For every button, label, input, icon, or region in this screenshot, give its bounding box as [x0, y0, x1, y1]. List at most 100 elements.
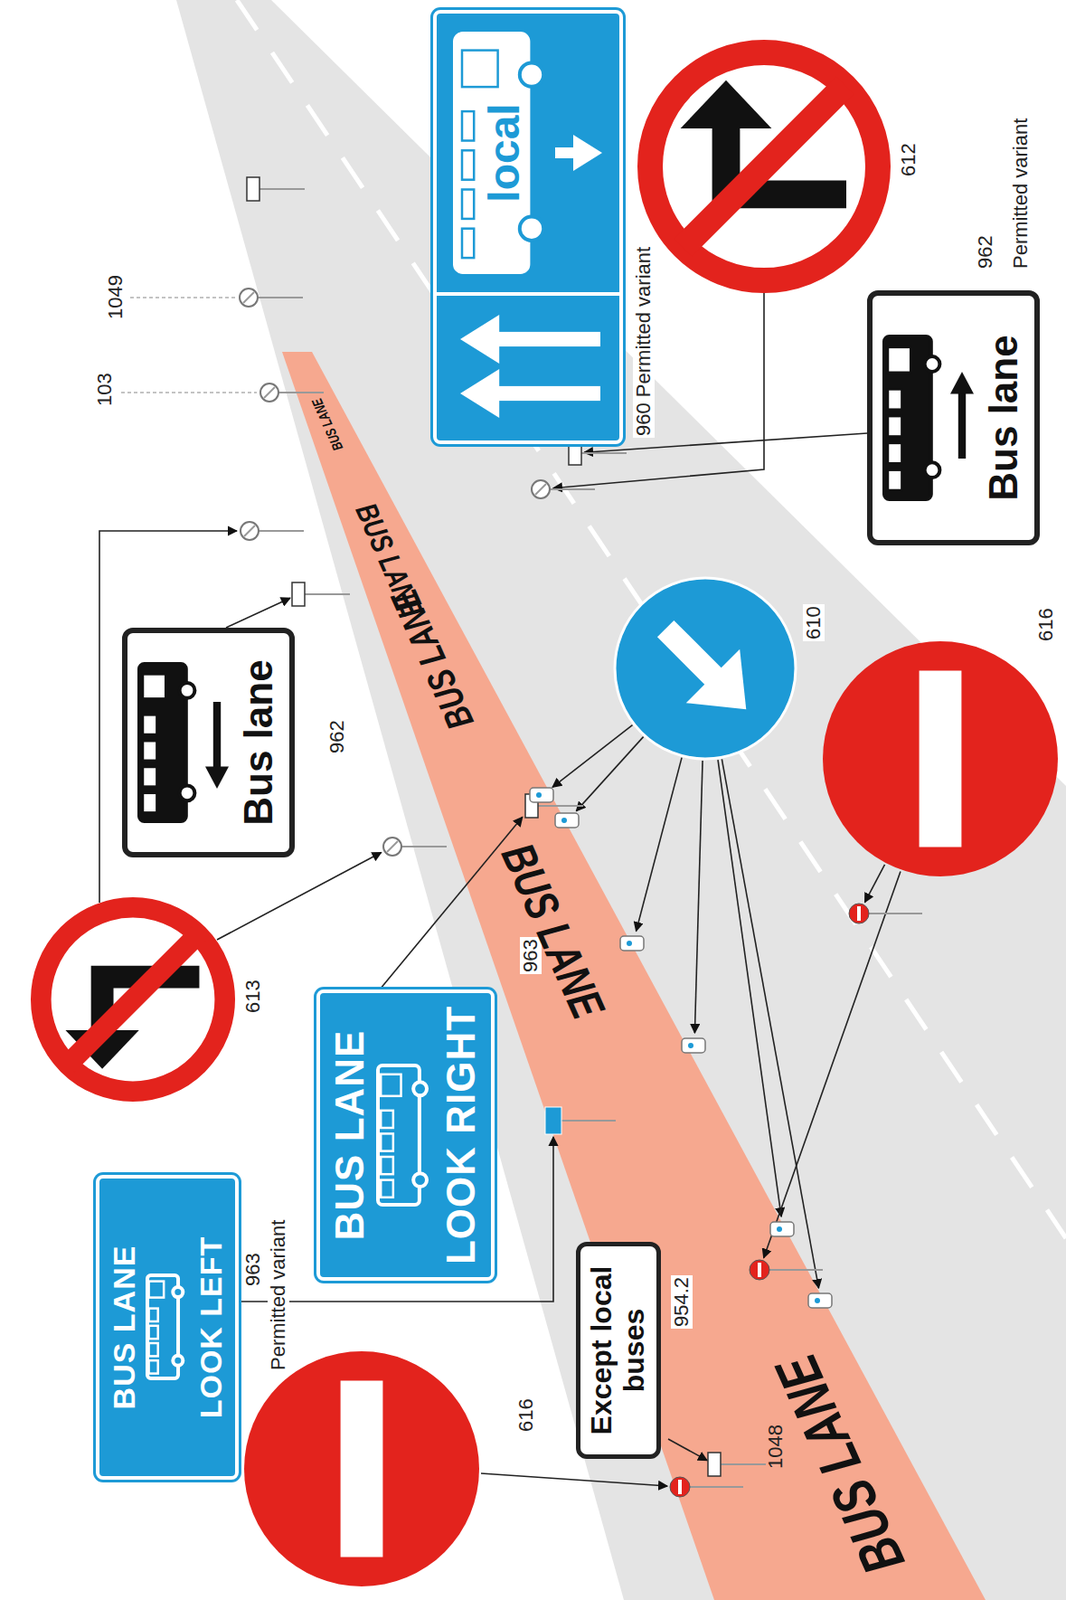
bollard-light	[626, 940, 633, 946]
bollard	[808, 1292, 832, 1308]
direction-arrow	[551, 125, 604, 180]
bus-window	[149, 1325, 159, 1339]
sign-text: Bus lane	[235, 659, 281, 825]
prohibition-slash	[67, 933, 199, 1066]
sign-post	[581, 452, 627, 454]
sign-text: BUS LANE	[327, 1029, 372, 1241]
local-bus-lane-sign: local	[433, 9, 623, 444]
keep-left-sign	[614, 577, 796, 759]
sign-text: LOOK LEFT	[193, 1235, 228, 1419]
leader-line	[694, 760, 703, 1033]
bus-holder: local	[452, 30, 552, 275]
sign-post	[549, 488, 595, 491]
bus-windscreen	[887, 347, 911, 373]
sign-text: LOOK RIGHT	[438, 1005, 483, 1265]
bus-window	[462, 228, 474, 258]
bus-wheel	[179, 784, 196, 801]
small-turn-sign	[239, 288, 258, 307]
leader-line	[552, 725, 633, 788]
sign-post	[720, 1462, 766, 1465]
bollard-light	[536, 792, 542, 798]
pictogram-holder	[375, 1062, 435, 1208]
leader-line	[717, 759, 782, 1217]
bollard	[681, 1037, 706, 1053]
arrow-group	[205, 701, 229, 789]
sign-post	[257, 296, 303, 299]
arrow-head	[950, 371, 974, 395]
bus-wheel	[519, 62, 544, 86]
small-turn-sign	[260, 383, 279, 402]
small-no-entry-sign	[669, 1476, 690, 1497]
sign-post	[867, 912, 923, 915]
small-turn-slash	[264, 386, 275, 398]
bollard-light	[688, 1042, 694, 1048]
bus-windscreen	[462, 50, 499, 88]
supplementary-plate: Except local buses	[575, 1241, 661, 1459]
bus-window	[887, 415, 902, 436]
leader-line	[721, 758, 819, 1288]
bus-wheel	[172, 1355, 183, 1366]
small-look-sign	[545, 1106, 562, 1134]
bollard	[555, 812, 579, 828]
leader-line	[584, 433, 868, 453]
arrow-head	[686, 649, 774, 736]
prohibition-ring	[40, 906, 225, 1091]
callout-number: Permitted variant	[1009, 116, 1032, 271]
callout-number: 962	[326, 717, 349, 755]
arrow-head	[205, 766, 229, 790]
bus-lane-look-sign: BUS LANELOOK LEFT	[95, 1174, 239, 1480]
no-entry-sign	[822, 641, 1058, 877]
small-turn-sign	[240, 521, 259, 540]
bus-window	[462, 111, 474, 141]
pictogram-holder	[948, 367, 980, 468]
sign-post	[258, 529, 304, 532]
leader-line	[764, 870, 901, 1257]
arrow-head	[573, 134, 603, 171]
leader-line	[636, 757, 682, 932]
bus-lane-sign: Bus lane	[867, 290, 1040, 546]
leader-line	[226, 597, 291, 628]
small-turn-slash	[243, 292, 255, 303]
callout-number: Permitted variant	[267, 1217, 290, 1372]
bus-window	[149, 1308, 159, 1321]
no-entry-bar	[340, 1380, 384, 1557]
bus-windscreen	[142, 673, 166, 699]
bus-window	[462, 150, 474, 180]
bollard	[620, 935, 644, 951]
small-no-entry-sign	[849, 903, 869, 924]
bus-window	[149, 1360, 159, 1374]
small-plate	[568, 441, 582, 465]
sign-post	[561, 1119, 616, 1122]
bus-wheel	[413, 1172, 427, 1187]
callout-number: 103	[94, 370, 116, 408]
callout-number: 612	[897, 141, 920, 179]
callout-number: 1048	[764, 1424, 787, 1469]
bus-window	[887, 443, 902, 463]
direction-arrow	[948, 367, 976, 468]
leader-line	[575, 736, 643, 812]
callout-number: 960 Permitted variant	[632, 245, 655, 438]
callout-number: 962	[974, 233, 997, 271]
no-entry-sign	[244, 1350, 480, 1586]
callout-number: 1049	[104, 273, 127, 321]
small-turn-slash	[244, 525, 255, 537]
arrow-head	[460, 314, 500, 364]
sign-post	[304, 593, 350, 595]
bus-window	[462, 189, 474, 219]
small-no-entry-bar	[757, 1262, 762, 1277]
leader-line	[668, 1438, 708, 1461]
small-turn-slash	[535, 483, 547, 495]
callout-leader	[121, 391, 257, 393]
sign-post	[278, 391, 324, 394]
bus-wheel	[924, 356, 941, 372]
bus-window	[380, 1110, 394, 1128]
arrow-shaft	[213, 701, 221, 771]
bus-window	[142, 766, 157, 787]
callout-number: 616	[515, 1396, 538, 1434]
bus-wheel	[413, 1081, 427, 1095]
callout-number: 616	[1035, 605, 1057, 643]
bus-window	[380, 1156, 394, 1174]
bus-body	[454, 33, 529, 273]
arrow-shaft	[958, 389, 966, 459]
small-no-entry-sign	[749, 1259, 770, 1280]
